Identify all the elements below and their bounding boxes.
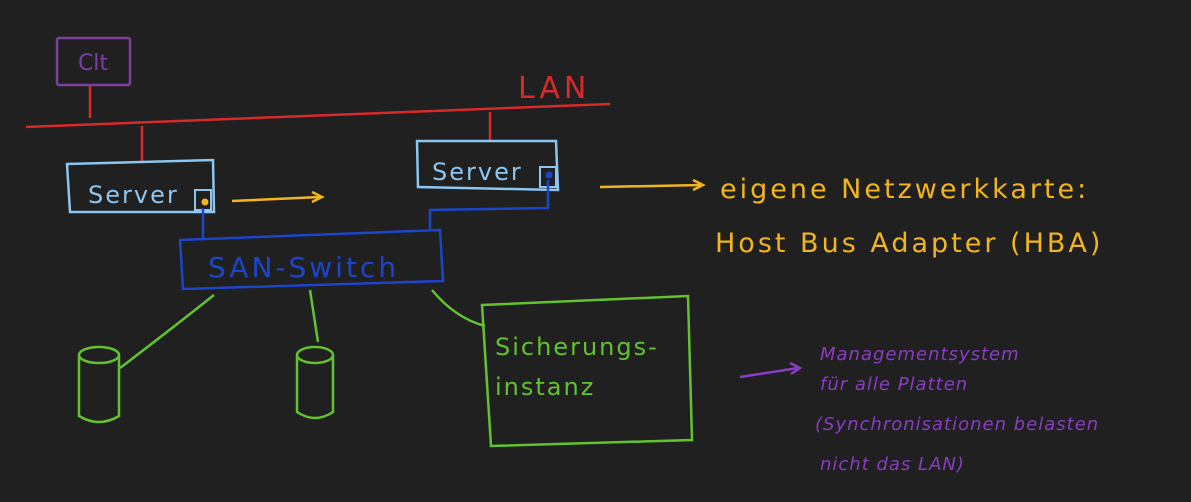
management-note-line2: für alle Platten — [820, 374, 968, 395]
management-note-line4: nicht das LAN) — [820, 454, 965, 475]
arrow-right-icon — [739, 361, 803, 379]
disk-cylinder-icon — [77, 345, 121, 424]
san-disk2-link — [308, 289, 320, 343]
arrow-right-icon — [599, 178, 706, 192]
server2-san-link — [428, 180, 550, 230]
management-note-line1: Managementsystem — [820, 344, 1020, 365]
server-2-label: Server — [432, 158, 523, 186]
server-1-label: Server — [88, 181, 179, 209]
client-label: Clt — [78, 51, 108, 76]
hba-note-line1: eigene Netzwerkkarte: — [720, 174, 1089, 205]
management-note-line3: (Synchronisationen belasten — [815, 414, 1099, 435]
backup-label-line2: instanz — [495, 373, 595, 401]
server-node-1: Server — [65, 158, 216, 214]
disk-cylinder-icon — [295, 345, 335, 420]
hba-indicator-1 — [201, 198, 209, 206]
hba-note-line2: Host Bus Adapter (HBA) — [715, 228, 1103, 259]
san-disk1-link — [119, 294, 215, 369]
backup-label-line1: Sicherungs- — [495, 333, 659, 361]
server-node-2: Server — [415, 139, 560, 192]
hba-indicator-2 — [545, 171, 553, 179]
san-backup-link — [431, 289, 486, 328]
client-node: Clt — [55, 36, 132, 87]
arrow-right-icon — [231, 190, 325, 204]
san-switch-label: SAN-Switch — [208, 251, 399, 284]
lan-label: LAN — [518, 71, 590, 106]
lan-bus: LAN — [25, 71, 611, 129]
san-switch-node: SAN-Switch — [178, 228, 445, 291]
backup-instance-node: Sicherungs- instanz — [480, 294, 694, 448]
